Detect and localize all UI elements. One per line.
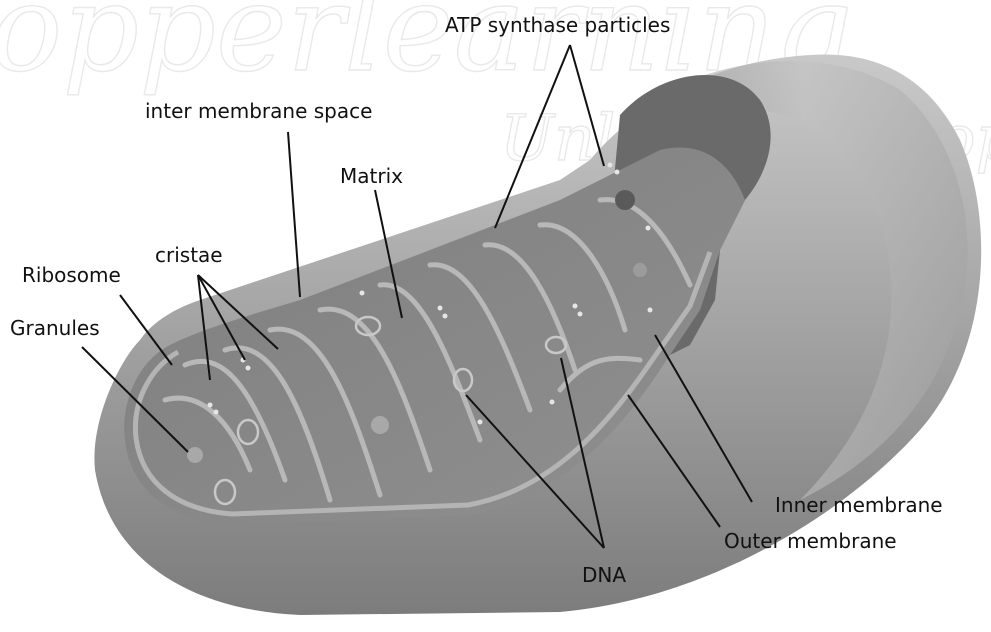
label-cristae: cristae bbox=[155, 243, 223, 267]
ribosome-dot-7 bbox=[443, 314, 448, 319]
label-outer-membrane: Outer membrane bbox=[724, 529, 897, 553]
label-matrix: Matrix bbox=[340, 164, 403, 188]
granule-4 bbox=[633, 263, 647, 277]
label-dna: DNA bbox=[582, 563, 626, 587]
ribosome-dot-15 bbox=[478, 420, 483, 425]
label-atp-synthase: ATP synthase particles bbox=[445, 13, 670, 37]
ribosome-dot-6 bbox=[438, 306, 443, 311]
label-ribosome: Ribosome bbox=[22, 263, 121, 287]
ribosome-dot-1 bbox=[208, 403, 213, 408]
ribosome-dot-14 bbox=[550, 400, 555, 405]
ribosome-dot-5 bbox=[360, 291, 365, 296]
ribosome-dot-9 bbox=[578, 312, 583, 317]
ribosome-dot-11 bbox=[615, 170, 620, 175]
ribosome-dot-12 bbox=[646, 226, 651, 231]
label-intermembrane-space: inter membrane space bbox=[145, 99, 372, 123]
label-inner-membrane: Inner membrane bbox=[775, 493, 943, 517]
ribosome-dot-10 bbox=[608, 163, 613, 168]
granule-2 bbox=[371, 416, 389, 434]
ribosome-dot-2 bbox=[214, 410, 219, 415]
ribosome-dot-4 bbox=[246, 366, 251, 371]
granule-3 bbox=[615, 190, 635, 210]
label-granules: Granules bbox=[10, 316, 100, 340]
ribosome-dot-8 bbox=[573, 304, 578, 309]
granule-1 bbox=[187, 447, 203, 463]
ribosome-dot-13 bbox=[648, 308, 653, 313]
